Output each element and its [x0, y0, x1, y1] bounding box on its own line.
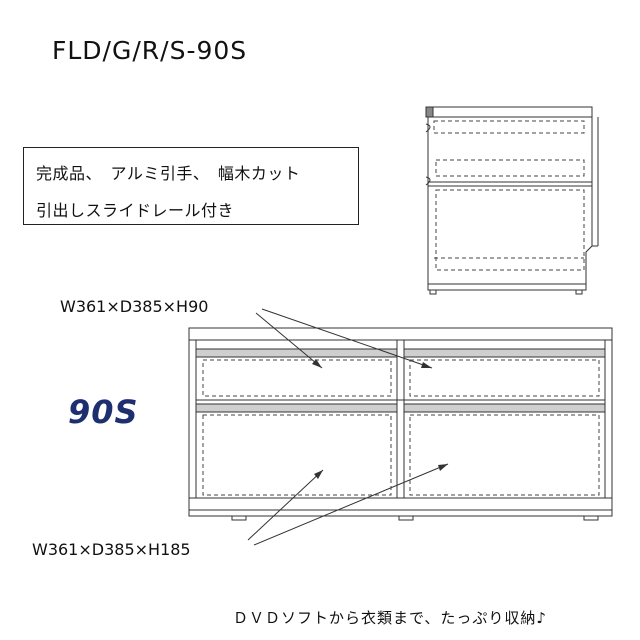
front-view-top-board	[188, 327, 613, 341]
side-view-plinth	[427, 283, 587, 291]
lower-right-drawer-box	[409, 414, 600, 496]
side-view-upper-drawer-hidden	[433, 120, 585, 134]
front-view-foot-3	[583, 515, 599, 521]
upper-right-drawer-box	[409, 359, 600, 397]
side-view-handle-bottom	[425, 176, 431, 186]
product-title: FLD/G/R/S-90S	[52, 36, 248, 65]
front-view-body	[188, 339, 613, 511]
side-view-upper-drawer-box	[435, 159, 585, 177]
upper-arrow-left	[255, 312, 323, 369]
side-view-top-front-edge	[425, 106, 434, 118]
side-view-foot-back	[575, 289, 583, 295]
lower-right-drawer-pull	[403, 403, 606, 413]
lower-arrow-right	[253, 463, 449, 546]
side-view-lower-drawer-box	[435, 189, 585, 271]
lower-arrow-left	[247, 469, 324, 541]
footer-note: ＤＶＤソフトから衣類まで、たっぷり収納♪	[233, 609, 547, 627]
feature-line-1: 完成品、 アルミ引手、 幅木カット	[36, 164, 301, 183]
front-view-foot-2	[398, 515, 414, 521]
lower-drawer-dimension: W361×D385×H185	[32, 540, 191, 559]
feature-box: 完成品、 アルミ引手、 幅木カット 引出しスライドレール付き	[23, 147, 359, 225]
upper-drawer-dimension: W361×D385×H90	[60, 297, 209, 316]
front-view-foot-1	[231, 515, 247, 521]
lower-left-drawer-box	[202, 414, 392, 496]
side-view-foot-front	[429, 289, 437, 295]
model-label: 90S	[68, 393, 139, 431]
side-view-handle-top	[425, 123, 431, 133]
side-view-body	[427, 117, 593, 285]
lower-left-drawer-pull	[195, 403, 398, 413]
upper-left-drawer-box	[202, 359, 392, 397]
upper-right-drawer-pull	[403, 348, 606, 358]
upper-left-drawer-pull	[195, 348, 398, 358]
feature-line-2: 引出しスライドレール付き	[36, 201, 235, 220]
upper-arrow-right	[261, 308, 433, 369]
